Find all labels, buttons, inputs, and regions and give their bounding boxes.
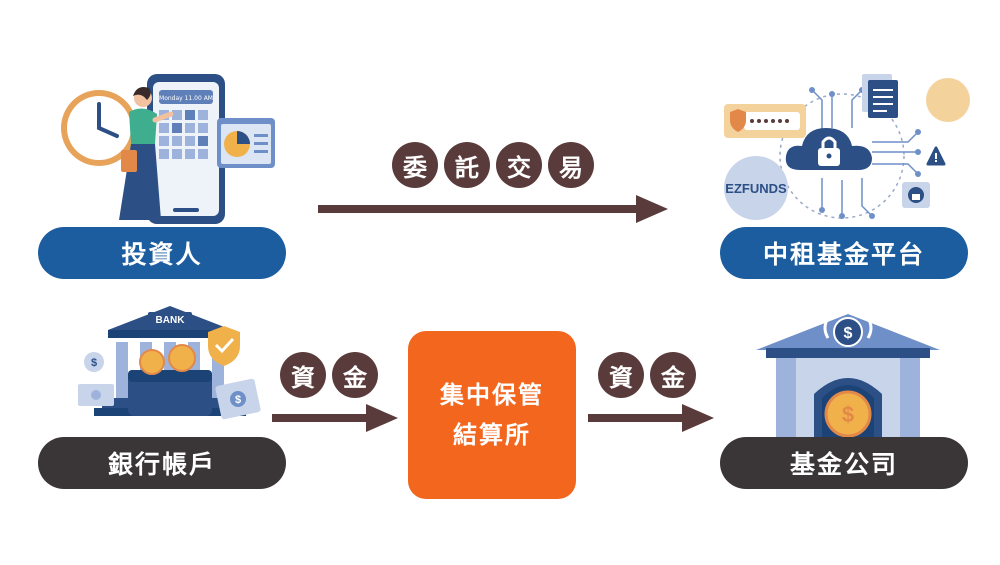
edge-funds-right-char: 資 [598,352,644,398]
platform-logo-text: EZFUNDS [725,181,787,196]
edge-trade-label: 委 託 交 易 [392,142,594,188]
edge-funds-right-label: 資 金 [598,352,696,398]
node-fund-company-label: 基金公司 [789,450,898,479]
node-platform-label: 中租基金平台 [762,240,925,269]
investor-illustration: Monday 11.00 AM [61,74,275,224]
edge-funds-right-char: 金 [650,352,696,398]
platform-illustration: EZFUNDS [724,74,970,220]
node-bank: 銀行帳戶 [38,437,286,489]
node-investor-label: 投資人 [121,240,203,269]
svg-text:$: $ [235,394,241,406]
node-platform: 中租基金平台 [720,227,968,279]
bank-illustration: BANK $ $ [78,306,261,420]
edge-trade-char: 委 [392,142,438,188]
edge-funds-left-label: 資 金 [280,352,378,398]
bank-sign-text: BANK [156,315,186,326]
edge-trade-char: 易 [548,142,594,188]
edge-trade-char: 交 [496,142,542,188]
node-bank-label: 銀行帳戶 [107,450,216,479]
svg-text:$: $ [842,402,854,427]
svg-text:$: $ [91,357,97,369]
node-fund-company: 基金公司 [720,437,968,489]
edge-funds-left-char: 金 [332,352,378,398]
phone-time-text: Monday 11.00 AM [159,95,213,102]
fund-company-illustration: $ $ [756,314,940,442]
edge-trade-arrow [318,195,668,223]
node-clearing-house: 集中保管 結算所 [408,331,576,499]
node-investor: 投資人 [38,227,286,279]
edge-funds-left-arrow [272,404,398,432]
node-clearing-line1: 集中保管 [440,381,544,409]
node-clearing-line2: 結算所 [453,421,531,449]
edge-funds-right-arrow [588,404,714,432]
edge-funds-left-char: 資 [280,352,326,398]
svg-text:$: $ [844,325,853,342]
edge-trade-char: 託 [444,142,490,188]
